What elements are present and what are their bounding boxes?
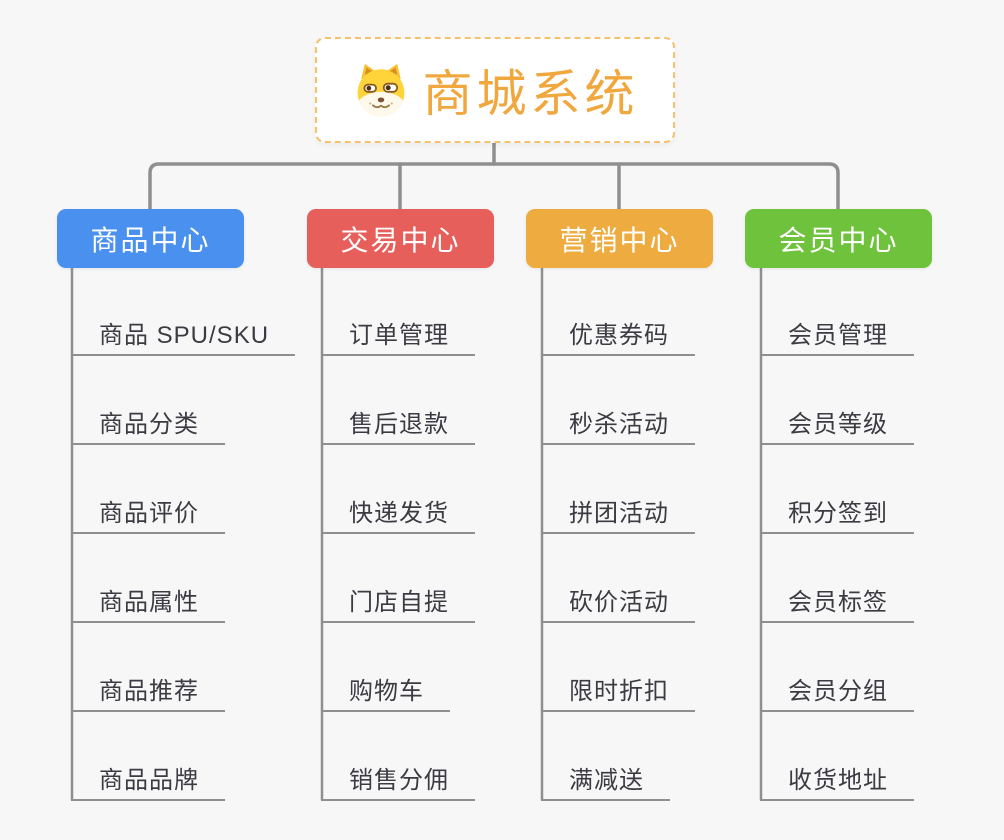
leaf-node[interactable]: 满减送: [541, 761, 670, 801]
leaf-node[interactable]: 积分签到: [760, 494, 914, 534]
leaf-node[interactable]: 商品属性: [71, 583, 225, 623]
leaf-node[interactable]: 订单管理: [321, 316, 475, 356]
leaf-label: 满减送: [569, 767, 644, 794]
leaf-label: 商品 SPU/SKU: [99, 322, 270, 349]
leaf-node[interactable]: 销售分佣: [321, 761, 475, 801]
leaf-label: 会员管理: [788, 322, 888, 349]
root-title: 商城系统: [422, 66, 639, 122]
dog-face-icon: [357, 63, 404, 117]
leaf-node[interactable]: 商品分类: [71, 405, 225, 445]
leaf-label: 会员分组: [788, 678, 888, 705]
leaf-label: 限时折扣: [569, 678, 669, 705]
leaf-label: 商品评价: [99, 500, 199, 527]
leaf-label: 商品推荐: [99, 678, 199, 705]
root-node[interactable]: 商城系统: [315, 37, 675, 143]
leaf-node[interactable]: 砍价活动: [541, 583, 695, 623]
leaf-label: 收货地址: [788, 767, 888, 794]
leaf-node[interactable]: 商品品牌: [71, 761, 225, 801]
leaf-node[interactable]: 收货地址: [760, 761, 914, 801]
leaf-node[interactable]: 会员分组: [760, 672, 914, 712]
leaf-label: 门店自提: [349, 589, 449, 616]
leaf-node[interactable]: 门店自提: [321, 583, 475, 623]
leaf-label: 售后退款: [349, 411, 449, 438]
leaf-label: 商品分类: [99, 411, 199, 438]
leaf-node[interactable]: 商品 SPU/SKU: [71, 316, 296, 356]
leaf-label: 购物车: [349, 678, 424, 705]
leaf-label: 砍价活动: [569, 589, 669, 616]
branch-node-product-center[interactable]: 商品中心: [57, 209, 244, 268]
leaf-node[interactable]: 商品推荐: [71, 672, 225, 712]
leaf-node[interactable]: 商品评价: [71, 494, 225, 534]
branch-node-member-center[interactable]: 会员中心: [745, 209, 932, 268]
leaf-label: 会员标签: [788, 589, 888, 616]
leaf-label: 积分签到: [788, 500, 888, 527]
leaf-node[interactable]: 购物车: [321, 672, 450, 712]
leaf-label: 会员等级: [788, 411, 888, 438]
leaf-label: 优惠券码: [569, 322, 669, 349]
branch-node-marketing-center[interactable]: 营销中心: [526, 209, 713, 268]
leaf-label: 快递发货: [349, 500, 449, 527]
leaf-label: 秒杀活动: [569, 411, 669, 438]
leaf-node[interactable]: 会员等级: [760, 405, 914, 445]
leaf-node[interactable]: 限时折扣: [541, 672, 695, 712]
leaf-label: 订单管理: [349, 322, 449, 349]
leaf-label: 商品属性: [99, 589, 199, 616]
leaf-node[interactable]: 快递发货: [321, 494, 475, 534]
leaf-label: 销售分佣: [349, 767, 449, 794]
leaf-label: 商品品牌: [99, 767, 199, 794]
leaf-node[interactable]: 会员管理: [760, 316, 914, 356]
leaf-node[interactable]: 优惠券码: [541, 316, 695, 356]
leaf-node[interactable]: 会员标签: [760, 583, 914, 623]
leaf-label: 拼团活动: [569, 500, 669, 527]
branch-node-trade-center[interactable]: 交易中心: [307, 209, 494, 268]
leaf-node[interactable]: 售后退款: [321, 405, 475, 445]
leaf-node[interactable]: 拼团活动: [541, 494, 695, 534]
leaf-node[interactable]: 秒杀活动: [541, 405, 695, 445]
